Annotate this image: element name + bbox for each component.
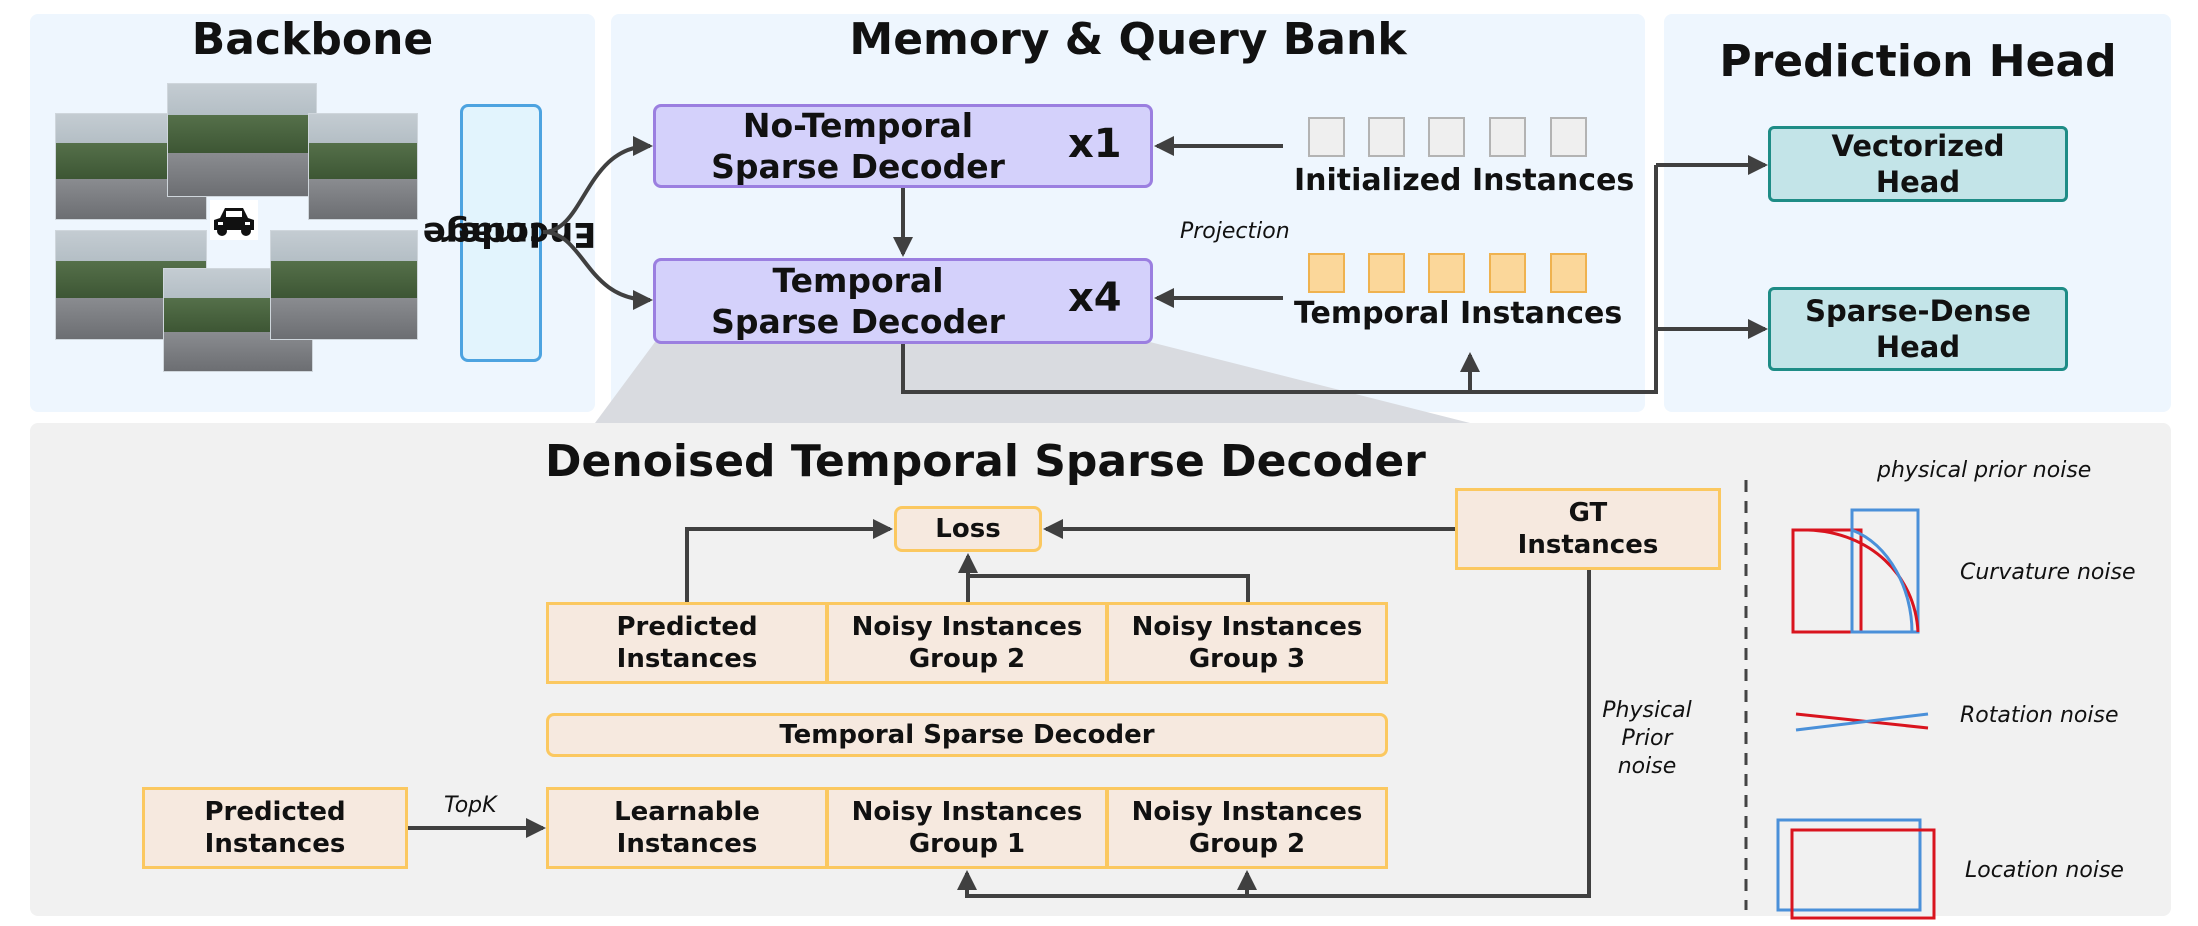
no-temporal-multiplier: x1 — [1068, 121, 1122, 167]
instance-square — [1308, 253, 1345, 293]
camera-image — [270, 230, 418, 340]
temporal-line1: Temporal — [772, 260, 944, 300]
predicted-to-loss-arrow — [685, 519, 893, 602]
camera-image — [308, 113, 418, 220]
instance-square — [1368, 253, 1405, 293]
temporal-line2: Sparse Decoder — [711, 302, 1005, 341]
instance-square — [1368, 117, 1405, 157]
gt-line2: Instances — [1517, 530, 1659, 560]
sparse-dense-line1: Sparse-Dense — [1805, 293, 2031, 328]
physical-noise-line3: noise — [1617, 754, 1677, 779]
instance-square — [1489, 117, 1526, 157]
physical-noise-line1: Physical — [1602, 698, 1692, 723]
bottom-row-line2: Group 2 — [1188, 829, 1306, 859]
gt-line1: GT — [1568, 497, 1608, 528]
encoder-to-temporal-arrow — [542, 230, 653, 310]
legend-title: physical prior noise — [1877, 458, 2092, 483]
sparse-dense-line2: Head — [1875, 330, 1961, 364]
instance-square — [1428, 117, 1465, 157]
initialized-instances-label: Initialized Instances — [1294, 163, 1635, 198]
location-noise-icon — [1776, 818, 1936, 920]
camera-image — [167, 83, 317, 197]
top-row-line2: Instances — [616, 644, 758, 674]
bottom-row-line1: Noisy Instances — [1131, 796, 1363, 827]
left-predicted-line2: Instances — [204, 829, 346, 859]
physical-noise-line2: Prior — [1621, 726, 1673, 751]
backbone-title: Backbone — [191, 14, 434, 65]
encoder-to-no-temporal-arrow — [542, 136, 653, 234]
instance-square — [1550, 253, 1587, 293]
decoder-output-line — [901, 165, 1658, 394]
instance-square — [1428, 253, 1465, 293]
no-temporal-line1: No-Temporal — [742, 105, 974, 145]
temporal-multiplier: x4 — [1068, 275, 1122, 321]
denoised-title: Denoised Temporal Sparse Decoder — [545, 436, 1426, 487]
prediction-title: Prediction Head — [1719, 36, 2117, 87]
vectorized-line1: Vectorized — [1831, 128, 2005, 163]
memory-title: Memory & Query Bank — [849, 14, 1407, 65]
noisy-group3-link — [968, 574, 1250, 602]
curvature-noise-icon — [1791, 508, 1920, 634]
instance-square — [1489, 253, 1526, 293]
no-temporal-line2: Sparse Decoder — [711, 147, 1005, 186]
legend-rotation-label: Rotation noise — [1960, 703, 2119, 728]
gt-to-noisy-group1-arrow — [957, 570, 1591, 898]
vectorized-line2: Head — [1875, 165, 1961, 199]
top-row-line1: Noisy Instances — [851, 611, 1083, 642]
instance-square — [1308, 117, 1345, 157]
bottom-row-line2: Instances — [616, 829, 758, 859]
car-icon — [210, 200, 258, 240]
instance-square — [1550, 117, 1587, 157]
physical-prior-noise-label: Physical Prior noise — [1598, 697, 1696, 781]
loss-box: Loss — [894, 506, 1042, 552]
bottom-row-line1: Learnable — [614, 796, 760, 827]
top-row-line1: Predicted — [616, 611, 758, 642]
top-row-line2: Group 2 — [908, 644, 1026, 674]
bottom-row-line1: Noisy Instances — [851, 796, 1083, 827]
legend-location-label: Location noise — [1965, 858, 2124, 883]
left-predicted-line1: Predicted — [204, 796, 346, 827]
bottom-row-line2: Group 1 — [908, 829, 1026, 859]
legend-curvature-label: Curvature noise — [1960, 560, 2136, 585]
topk-label: TopK — [444, 793, 497, 818]
temporal-sparse-decoder-bar: Temporal Sparse Decoder — [546, 713, 1388, 757]
projection-label: Projection — [1180, 219, 1290, 244]
top-row-line1: Noisy Instances — [1131, 611, 1363, 642]
rotation-noise-icon — [1795, 712, 1929, 732]
top-row-line2: Group 3 — [1188, 644, 1306, 674]
temporal-instances-label: Temporal Instances — [1294, 296, 1623, 331]
